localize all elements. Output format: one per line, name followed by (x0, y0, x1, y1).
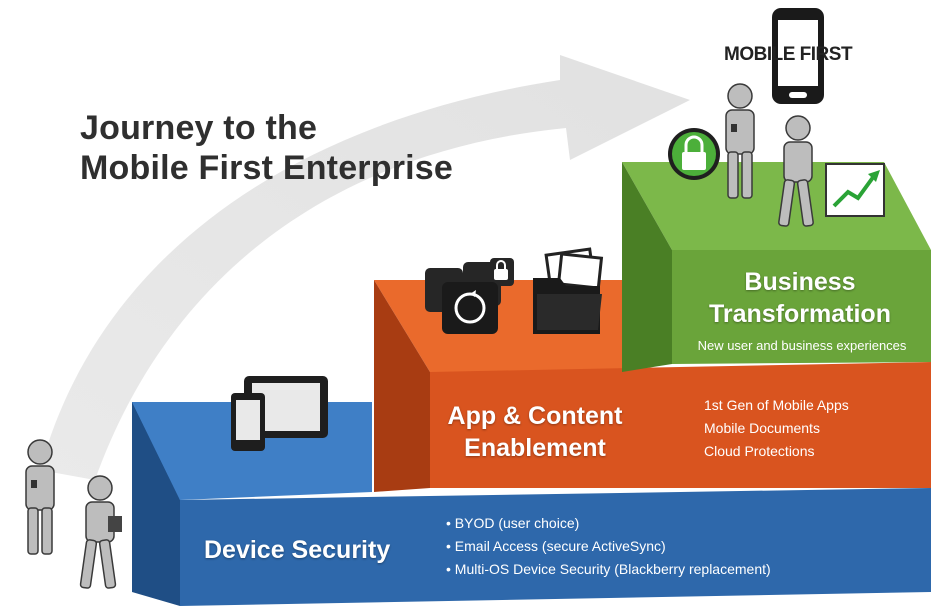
growth-chart-icon (825, 163, 885, 217)
business-transformation-label: Business Transformation (690, 266, 910, 330)
app-content-label: App & Content Enablement (440, 400, 630, 464)
title-line-1: Journey to the (80, 109, 318, 147)
app-label-line-1: App & Content (447, 402, 623, 430)
list-item: Mobile Documents (704, 420, 820, 436)
padlock-badge-icon (668, 128, 720, 180)
business-label-line-1: Business (744, 268, 856, 296)
list-item: 1st Gen of Mobile Apps (704, 397, 849, 413)
device-security-label: Device Security (204, 536, 391, 564)
list-item: • Email Access (secure ActiveSync) (446, 538, 666, 554)
lock-icon (494, 260, 508, 280)
mobile-first-label: MOBILE FIRST (724, 44, 853, 65)
person-icon (25, 83, 814, 589)
app-label-line-2: Enablement (464, 434, 606, 462)
journey-arrow (40, 55, 690, 480)
step-app-content (374, 280, 931, 492)
folder-documents-icon (533, 247, 604, 334)
tablet-phone-icon (231, 376, 328, 451)
list-item: • BYOD (user choice) (446, 515, 580, 531)
business-subtitle: New user and business experiences (697, 338, 907, 353)
title-line-2: Mobile First Enterprise (80, 149, 454, 187)
tool-belt-marks (31, 124, 737, 532)
page-title: Journey to the Mobile First Enterprise (80, 108, 453, 188)
list-item: • Multi-OS Device Security (Blackberry r… (446, 561, 771, 577)
app-content-bullets: 1st Gen of Mobile Apps Mobile Documents … (704, 394, 849, 463)
business-label-line-2: Transformation (709, 300, 891, 328)
list-item: Cloud Protections (704, 443, 815, 459)
smartphone-icon (772, 8, 824, 104)
device-security-bullets: • BYOD (user choice) • Email Access (sec… (446, 512, 771, 581)
